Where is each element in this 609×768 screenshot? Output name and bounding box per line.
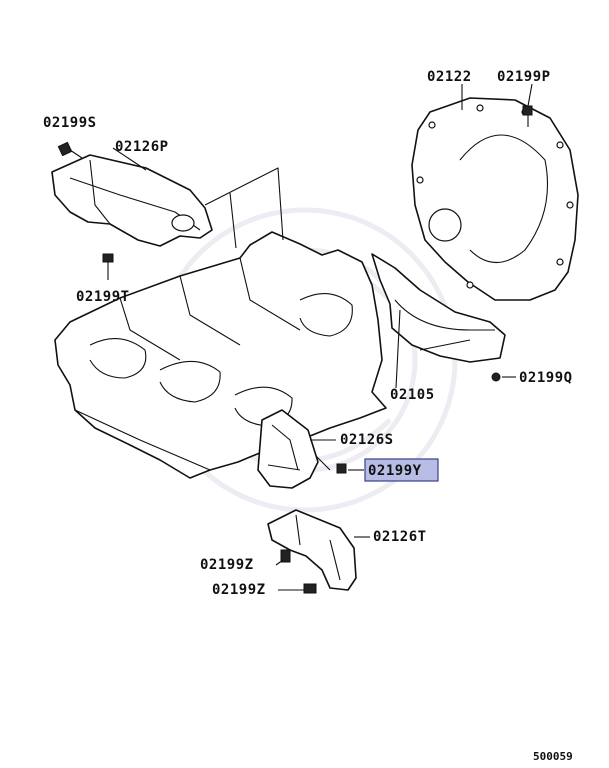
label-02199Z-b[interactable]: 02199Z (212, 582, 266, 598)
cover-02105 (371, 253, 506, 363)
bracket-02126T (267, 509, 357, 591)
bolt-02199Q (491, 372, 501, 382)
label-02199Q[interactable]: 02199Q (519, 370, 573, 386)
label-02199T[interactable]: 02199T (76, 289, 130, 305)
bracket-02126P (51, 154, 213, 247)
label-02126T[interactable]: 02126T (373, 529, 427, 545)
bolt-02199Y (336, 463, 347, 474)
bolt-02199S (57, 141, 83, 159)
label-02122[interactable]: 02122 (427, 69, 472, 85)
bolt-02199P (522, 105, 533, 127)
label-02199S[interactable]: 02199S (43, 115, 97, 131)
bolt-02199T (102, 253, 114, 280)
plate-02122 (411, 97, 579, 301)
bolt-02199Z-a (280, 549, 291, 563)
part-labels: 02122 02199P 02199S 02126P 02199T 02105 … (43, 69, 573, 598)
highlight-02199Y (364, 458, 439, 482)
bolt-02199Z-b (303, 583, 317, 594)
leader-lines (112, 83, 533, 591)
label-02199Z-a[interactable]: 02199Z (200, 557, 254, 573)
label-02199P[interactable]: 02199P (497, 69, 551, 85)
label-02126P[interactable]: 02126P (115, 139, 169, 155)
label-02199Y[interactable]: 02199Y (368, 463, 422, 479)
label-02126S[interactable]: 02126S (340, 432, 394, 448)
label-02105[interactable]: 02105 (390, 387, 435, 403)
figure-code: 500059 (533, 750, 573, 763)
bracket-02126S (257, 409, 319, 489)
